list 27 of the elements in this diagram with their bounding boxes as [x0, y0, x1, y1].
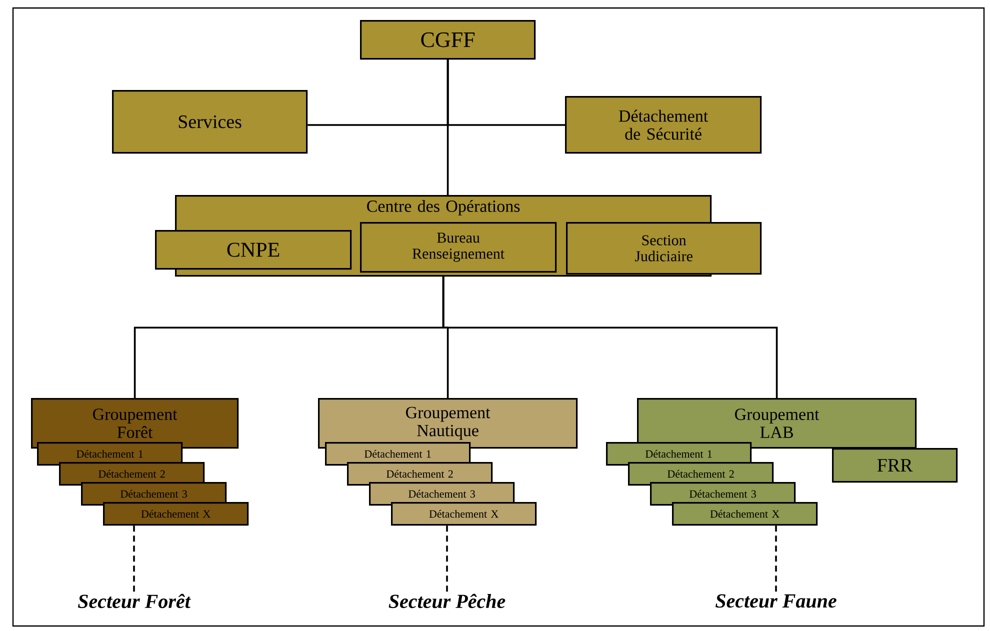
detachment-box: Détachement X [672, 502, 818, 526]
detachment-box: Détachement X [391, 502, 537, 526]
unit-box: CNPE [155, 230, 352, 270]
connector-line [775, 526, 777, 594]
detachment-box: Détachement 2 [628, 462, 774, 486]
unit-box: Bureau Renseignement [360, 222, 557, 273]
sector-label: Secteur Faune [716, 594, 836, 608]
connector-line [442, 276, 778, 398]
detachment-box: Détachement 2 [347, 462, 493, 486]
detachment-box: Détachement 1 [37, 442, 183, 466]
detachment-box: Détachement X [103, 502, 249, 526]
connector-line [133, 526, 135, 593]
connector-line [446, 526, 448, 593]
unit-box: Services [112, 90, 308, 154]
detachment-box: Détachement 3 [369, 482, 515, 506]
sector-label: Secteur Forêt [78, 594, 191, 608]
detachment-box: Détachement 3 [81, 482, 227, 506]
unit-box: Section Judiciaire [566, 222, 762, 275]
unit-box: Détachement de Sécurité [565, 96, 762, 154]
unit-box: FRR [832, 448, 958, 483]
detachment-box: Détachement 3 [650, 482, 796, 506]
detachment-box: Détachement 1 [606, 442, 752, 466]
unit-box: CGFF [360, 20, 536, 60]
detachment-box: Détachement 2 [59, 462, 205, 486]
detachment-box: Détachement 1 [325, 442, 471, 466]
sector-label: Secteur Pêche [388, 594, 506, 608]
connector-line [446, 60, 449, 195]
